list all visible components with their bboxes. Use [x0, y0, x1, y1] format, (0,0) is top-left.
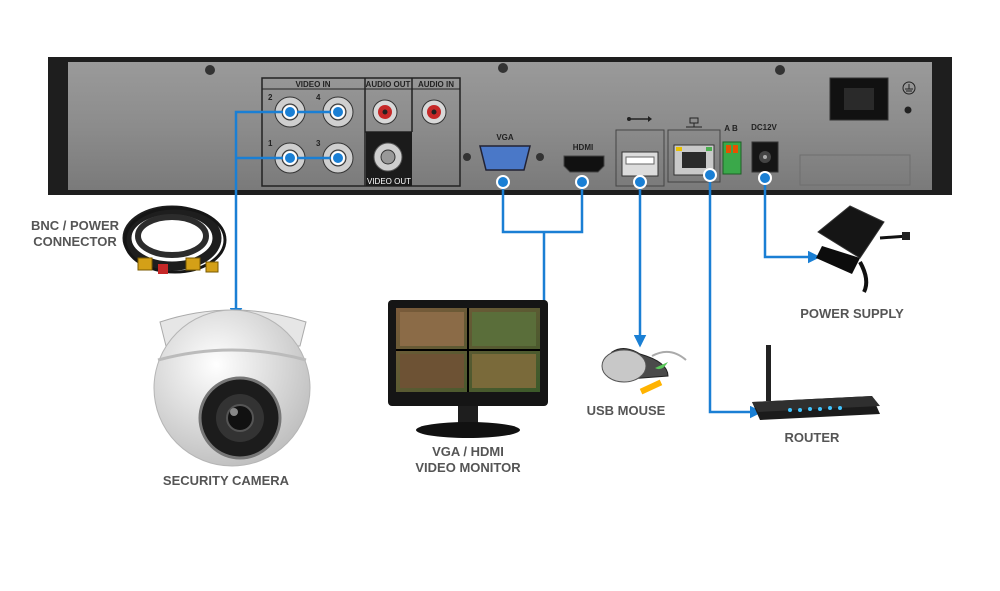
usb-mouse-label: USB MOUSE	[587, 403, 666, 418]
dvr-back-panel: VIDEO IN AUDIO OUT AUDIO IN VIDEO OUT 2 …	[48, 57, 952, 195]
ground-icon	[902, 81, 916, 95]
screw-icon	[536, 153, 544, 161]
audio-out-label: AUDIO OUT	[366, 80, 411, 89]
power-supply-icon	[816, 205, 910, 293]
rs485-terminal[interactable]	[722, 141, 742, 175]
video-in-label: VIDEO IN	[295, 80, 330, 89]
power-connection-line	[763, 178, 821, 264]
screw-icon	[498, 63, 508, 73]
video-out-port[interactable]	[373, 142, 403, 172]
screw-icon	[205, 65, 215, 75]
audio-out-port[interactable]	[372, 99, 398, 125]
camera-connection-line	[229, 110, 338, 321]
screw-icon	[775, 65, 785, 75]
dc12v-label: DC12V	[751, 123, 777, 132]
hdmi-label: HDMI	[573, 143, 593, 152]
video-monitor-icon	[388, 300, 548, 438]
bnc-connector-label-line2: CONNECTOR	[33, 234, 117, 249]
usb-mouse-icon	[601, 348, 687, 395]
node-dot	[758, 171, 772, 185]
node-dot	[331, 105, 345, 119]
power-supply-label: POWER SUPPLY	[800, 306, 904, 321]
node-dot	[575, 175, 589, 189]
screw-icon	[463, 153, 471, 161]
audio-in-label: AUDIO IN	[418, 80, 454, 89]
audio-in-port[interactable]	[421, 99, 447, 125]
security-camera-icon	[153, 309, 311, 467]
node-dot	[496, 175, 510, 189]
hdmi-port[interactable]	[563, 155, 605, 173]
node-dot	[331, 151, 345, 165]
monitor-connection-bracket	[501, 182, 584, 234]
rs485-label: A B	[724, 124, 738, 133]
vga-port[interactable]	[479, 145, 531, 171]
router-icon	[752, 345, 880, 420]
node-dot	[703, 168, 717, 182]
ground-screw	[904, 106, 912, 114]
bnc-connector-label-line1: BNC / POWER	[31, 218, 120, 233]
monitor-label-line1: VGA / HDMI	[432, 444, 504, 459]
network-icon	[686, 117, 702, 128]
video-out-label: VIDEO OUT	[367, 177, 411, 186]
router-connection-line	[708, 175, 763, 419]
node-dot	[283, 105, 297, 119]
channel-2-label: 2	[268, 93, 273, 102]
node-dot	[283, 151, 297, 165]
node-dot	[633, 175, 647, 189]
channel-4-label: 4	[316, 93, 321, 102]
bnc-cable-icon	[122, 205, 227, 274]
channel-1-label: 1	[268, 139, 273, 148]
label-sticker	[799, 154, 911, 186]
vga-label: VGA	[496, 133, 514, 142]
channel-3-label: 3	[316, 139, 321, 148]
router-label: ROUTER	[785, 430, 841, 445]
security-camera-label: SECURITY CAMERA	[163, 473, 290, 488]
usb-icon	[627, 116, 652, 122]
connection-nodes	[283, 105, 772, 189]
monitor-label-line2: VIDEO MONITOR	[415, 460, 521, 475]
